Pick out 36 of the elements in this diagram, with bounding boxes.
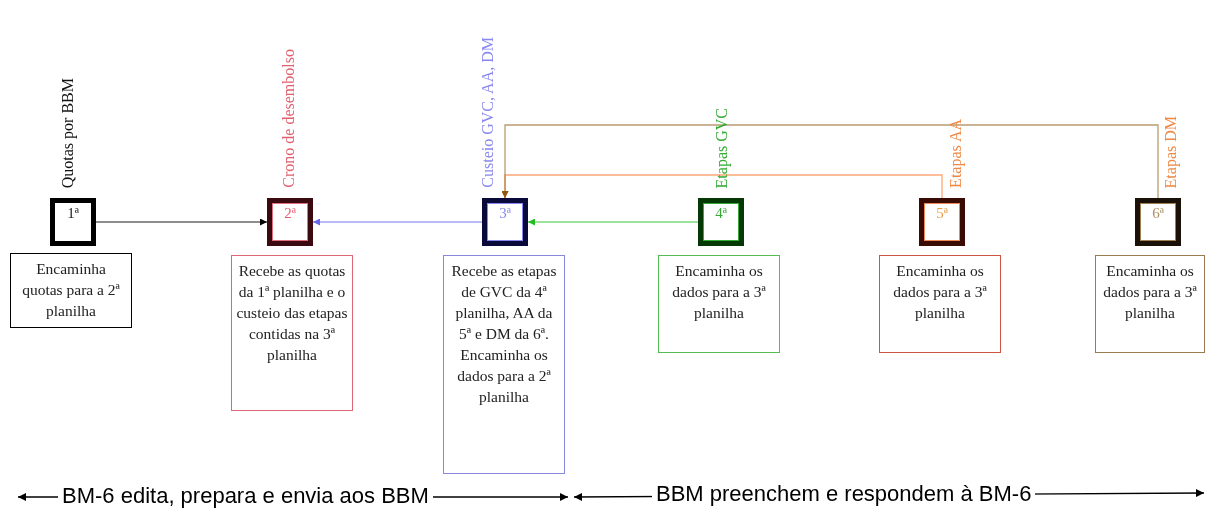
description-text: Encaminha os dados para a 3ª planilha (1102, 261, 1198, 323)
phase-label: BBM preenchem e respondem à BM-6 (652, 483, 1036, 505)
vertical-label: Etapas GVC (714, 107, 730, 188)
vertical-label: Crono de desembolso (281, 49, 297, 188)
vertical-label: Quotas por BBM (60, 77, 76, 188)
description-box (10, 253, 132, 328)
arrow (527, 218, 699, 226)
sheet-number: 5ª (936, 206, 948, 223)
description-text: Encaminha os dados para a 3ª planilha (671, 261, 767, 323)
sheet-number: 2ª (284, 206, 296, 223)
sheet-box (50, 198, 96, 246)
description-text: Recebe as quotas da 1ª planilha e o custeio das etapas contidas na 3ª planilha (236, 261, 348, 365)
description-box (443, 255, 565, 474)
vertical-label: Etapas DM (1163, 115, 1179, 188)
sheet-number: 3ª (499, 206, 511, 223)
arrow (501, 124, 1159, 199)
description-box (231, 255, 353, 411)
arrow (312, 218, 483, 226)
sheet-box (482, 198, 528, 246)
description-text: Recebe as etapas de GVC da 4ª planilha, AA da 5ª e DM da 6ª. Encaminha os dados para a 2ª planilha (450, 261, 558, 407)
description-box (1095, 255, 1205, 353)
sheet-box (919, 198, 965, 246)
sheet-number: 4ª (715, 206, 727, 223)
description-text: Encaminha quotas para a 2ª planilha (21, 259, 121, 321)
sheet-box (1135, 198, 1181, 246)
description-text: Encaminha os dados para a 3ª planilha (892, 261, 988, 323)
sheet-number: 1ª (67, 206, 79, 223)
sheet-box (267, 198, 313, 246)
vertical-label: Etapas AA (948, 119, 964, 188)
phase-label: BM-6 edita, prepara e envia aos BBM (58, 485, 433, 507)
sheet-box (698, 198, 744, 246)
vertical-label: Custeio GVC, AA, DM (480, 37, 496, 188)
sheet-number: 6ª (1152, 206, 1164, 223)
description-box (658, 255, 780, 353)
arrow (95, 218, 268, 226)
description-box (879, 255, 1001, 353)
